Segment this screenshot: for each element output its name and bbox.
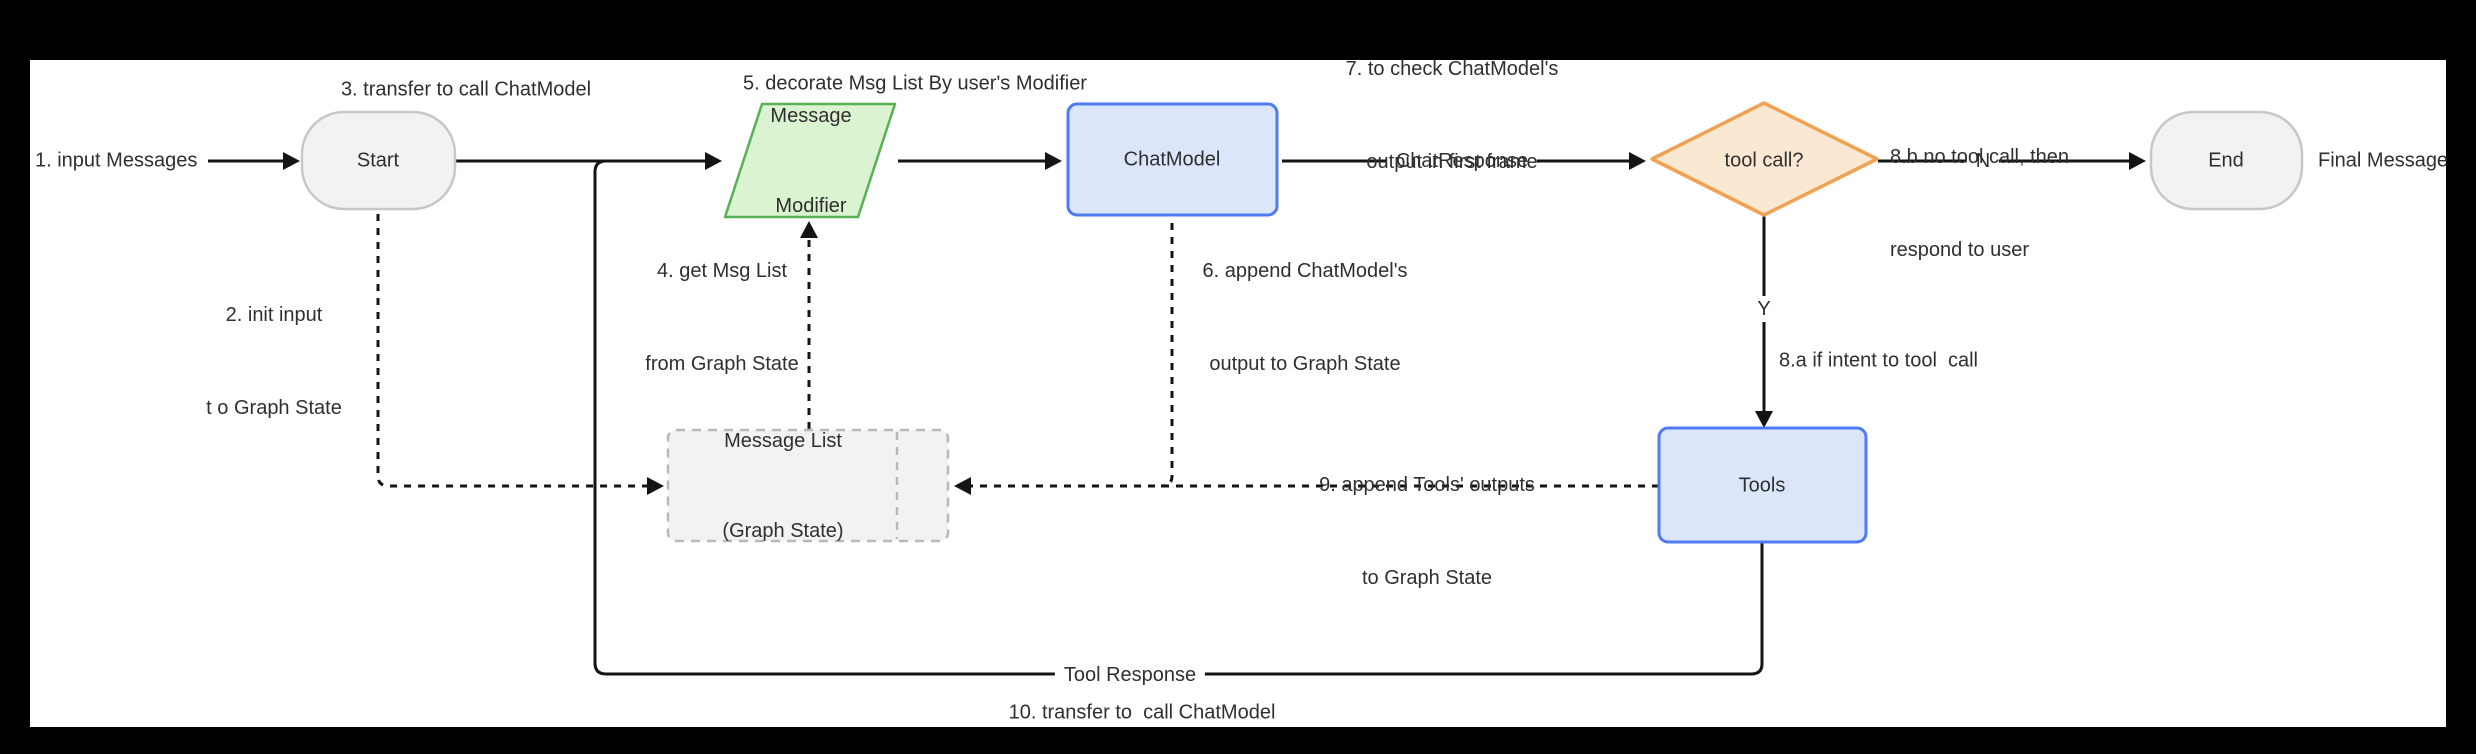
annotation-step5: 5. decorate Msg List By user's Modifier bbox=[743, 72, 1087, 95]
chatmodel-node-shape bbox=[1066, 102, 1279, 217]
edge-label-chatresponse: ChatResponse bbox=[1386, 148, 1538, 174]
annotation-step7-line1: 7. to check ChatModel's bbox=[1345, 58, 1559, 80]
annotation-step4-line2: from Graph State bbox=[645, 353, 799, 375]
edge-label-y: Y bbox=[1748, 296, 1780, 322]
tools-node-shape bbox=[1657, 426, 1868, 544]
annotation-step8a: 8.a if intent to tool call bbox=[1779, 349, 1979, 372]
annotation-step9-line2: to Graph State bbox=[1361, 567, 1493, 589]
arrowhead-into-messagelist-right bbox=[954, 477, 971, 495]
arrowhead-into-chatmodel bbox=[1045, 152, 1062, 170]
start-node-shape bbox=[300, 110, 457, 211]
arrowhead-into-modifier bbox=[705, 152, 722, 170]
tools-node-label: Tools bbox=[1738, 474, 1786, 497]
annotation-step8b-line2: respond to user bbox=[1890, 239, 2029, 261]
arrowhead-into-modifier-bottom bbox=[800, 221, 818, 238]
annotation-step7: 7. to check ChatModel's output in first … bbox=[1346, 0, 1559, 240]
message-modifier-node-label: Message Modifier bbox=[770, 41, 851, 281]
arrowhead-into-start bbox=[283, 152, 300, 170]
arrowhead-into-messagelist-left bbox=[647, 477, 664, 495]
annotation-step8b-line1: 8.b no tool call, then bbox=[1890, 146, 2070, 168]
message-list-line2: (Graph State) bbox=[722, 520, 844, 542]
annotation-step4: 4. get Msg List from Graph State bbox=[645, 194, 798, 442]
message-modifier-line2: Modifier bbox=[775, 195, 847, 217]
annotation-step10: 10. transfer to call ChatModel bbox=[1008, 701, 1276, 724]
annotation-step9-line1: 9. append Tools' outputs bbox=[1319, 474, 1535, 496]
arrowhead-into-tools bbox=[1755, 411, 1773, 428]
message-list-node-shape bbox=[666, 428, 950, 543]
edge-label-tool-response: Tool Response bbox=[1054, 662, 1206, 688]
annotation-step2-line1: 2. init input bbox=[225, 304, 323, 326]
edge-chatmodel-to-graphstate bbox=[1160, 223, 1174, 488]
message-list-node-label: Message List (Graph State) bbox=[722, 366, 843, 606]
annotation-step8b: 8.b no tool call, then respond to user bbox=[1890, 80, 2069, 328]
arrowhead-into-decision bbox=[1629, 152, 1646, 170]
edge-tool-response-loop bbox=[593, 159, 1764, 676]
annotation-step4-line1: 4. get Msg List bbox=[656, 260, 788, 282]
annotation-step6: 6. append ChatModel's output to Graph St… bbox=[1202, 194, 1407, 442]
edge-label-n: N bbox=[1966, 148, 2000, 174]
annotation-step3: 3. transfer to call ChatModel bbox=[340, 78, 592, 101]
start-node-label: Start bbox=[356, 149, 400, 172]
message-modifier-node-shape bbox=[723, 102, 897, 219]
edge-label-final-message: Final Message bbox=[2318, 149, 2449, 172]
tool-call-decision-label: tool call? bbox=[1724, 149, 1804, 172]
message-modifier-line1: Message bbox=[770, 105, 852, 127]
annotation-step6-line1: 6. append ChatModel's bbox=[1202, 260, 1408, 282]
annotation-step9: 9. append Tools' outputs to Graph State bbox=[1319, 408, 1535, 656]
end-node-label: End bbox=[2208, 149, 2244, 172]
edge-start-to-graphstate bbox=[376, 214, 649, 488]
end-node-shape bbox=[2149, 110, 2304, 211]
annotation-step6-line2: output to Graph State bbox=[1209, 353, 1401, 375]
arrowhead-into-end bbox=[2129, 152, 2146, 170]
message-list-line1: Message List bbox=[724, 430, 842, 452]
annotation-step2: 2. init input t o Graph State bbox=[206, 238, 342, 486]
annotation-step2-line2: t o Graph State bbox=[206, 397, 342, 419]
annotation-step1: 1. input Messages bbox=[35, 149, 198, 172]
tool-call-decision-shape bbox=[1650, 101, 1879, 217]
chatmodel-node-label: ChatModel bbox=[1123, 148, 1221, 171]
annotation-step7-line2: output in first frame bbox=[1366, 151, 1538, 173]
